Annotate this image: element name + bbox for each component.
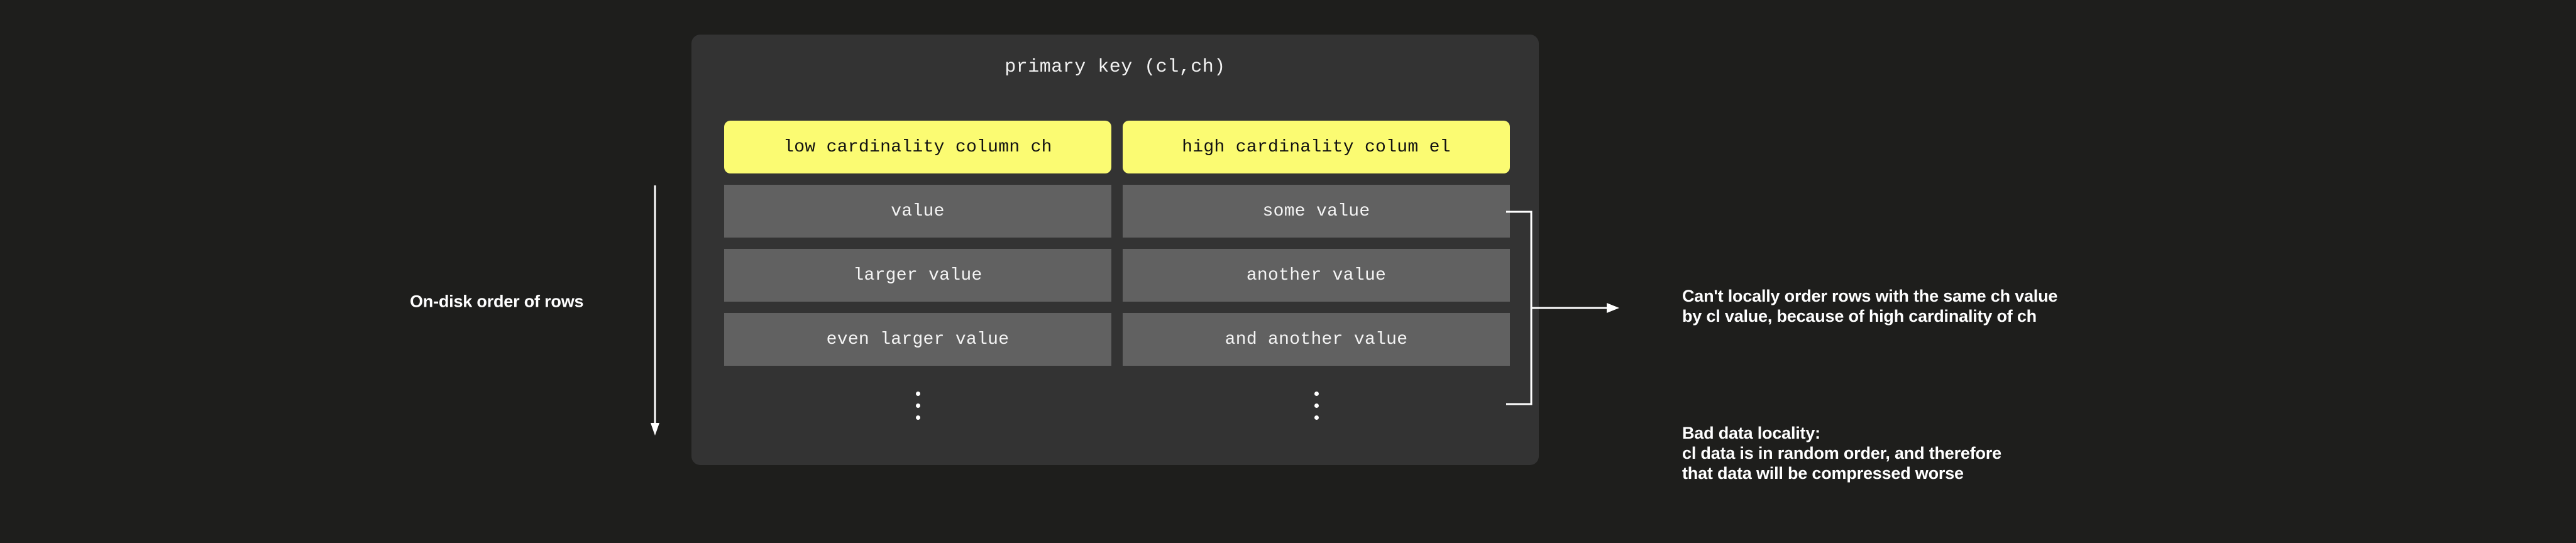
table-row: some value [1123,185,1510,238]
table-row: and another value [1123,313,1510,366]
table-row: even larger value [724,313,1111,366]
vertical-ellipsis-icon [724,377,1111,434]
table-row: value [724,185,1111,238]
column-low-cardinality: low cardinality column ch value larger v… [724,121,1111,434]
page-title: primary key (cl,ch) [1005,57,1226,78]
note-bad-data-locality: Bad data locality: cl data is in random … [1682,424,2001,483]
note-ordering-limitation: Can't locally order rows with the same c… [1682,287,2058,326]
on-disk-order-down-arrow-icon [651,185,659,436]
bracket-arrow-icon [1506,211,1619,405]
table-row: another value [1123,249,1510,302]
vertical-ellipsis-icon [1123,377,1510,434]
column-high-cardinality: high cardinality colum el some value ano… [1123,121,1510,434]
on-disk-order-label: On-disk order of rows [410,292,584,311]
column-header-low-cardinality[interactable]: low cardinality column ch [724,121,1111,173]
column-header-high-cardinality[interactable]: high cardinality colum el [1123,121,1510,173]
primary-key-card: primary key (cl,ch) low cardinality colu… [691,35,1539,465]
table-row: larger value [724,249,1111,302]
